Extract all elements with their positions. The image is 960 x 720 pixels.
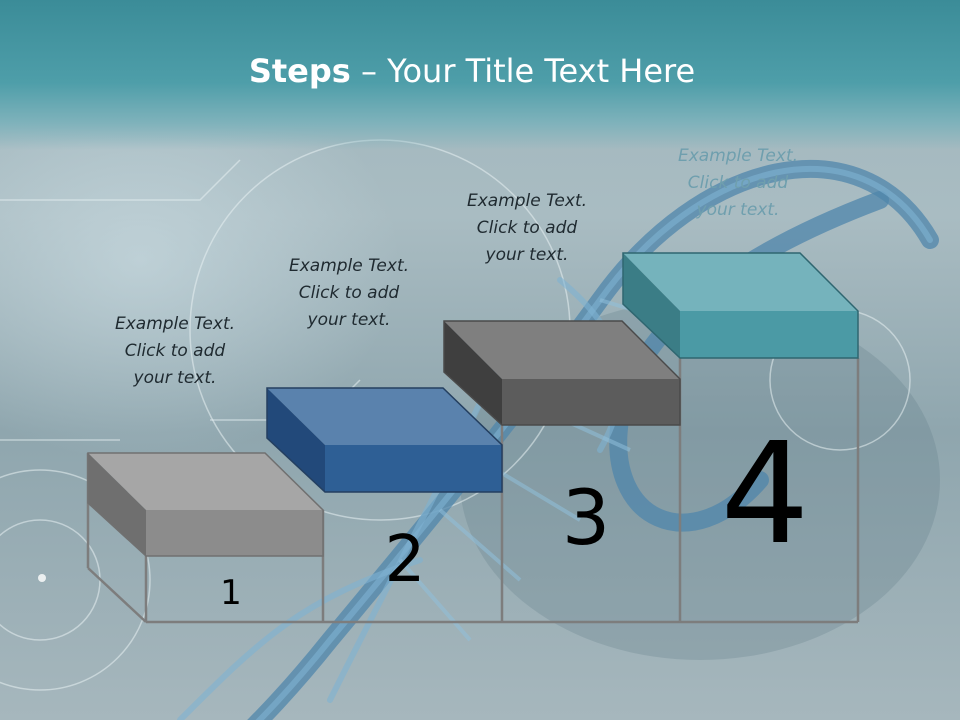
step-4-caption[interactable]: Example Text. Click to add your text. (638, 143, 838, 224)
step-1-caption[interactable]: Example Text. Click to add your text. (75, 311, 275, 392)
step-4-number: 4 (720, 413, 810, 576)
caption-line: your text. (307, 310, 391, 330)
step-3-number: 3 (561, 473, 611, 562)
step-1-block[interactable] (87, 452, 324, 557)
step-2-block[interactable] (266, 387, 503, 493)
step-3-block[interactable] (443, 320, 681, 426)
caption-line: your text. (133, 368, 217, 388)
slide-title[interactable]: Steps – Your Title Text Here (0, 52, 944, 90)
caption-line: Click to add (687, 173, 789, 193)
step-2-caption[interactable]: Example Text. Click to add your text. (249, 253, 449, 334)
caption-line: Click to add (476, 218, 578, 238)
step-1-number: 1 (220, 573, 242, 613)
caption-line: Example Text. (114, 314, 236, 334)
caption-line: Click to add (298, 283, 400, 303)
caption-line: Click to add (124, 341, 226, 361)
caption-line: Example Text. (288, 256, 410, 276)
step-2-number: 2 (384, 523, 426, 597)
title-rest: – Your Title Text Here (350, 52, 696, 90)
caption-line: your text. (696, 200, 780, 220)
caption-line: Example Text. (677, 146, 799, 166)
step-4-block[interactable] (622, 252, 859, 359)
caption-line: Example Text. (466, 191, 588, 211)
title-bar (0, 0, 960, 150)
title-bold: Steps (248, 52, 351, 90)
caption-line: your text. (485, 245, 569, 265)
step-3-caption[interactable]: Example Text. Click to add your text. (427, 188, 627, 269)
